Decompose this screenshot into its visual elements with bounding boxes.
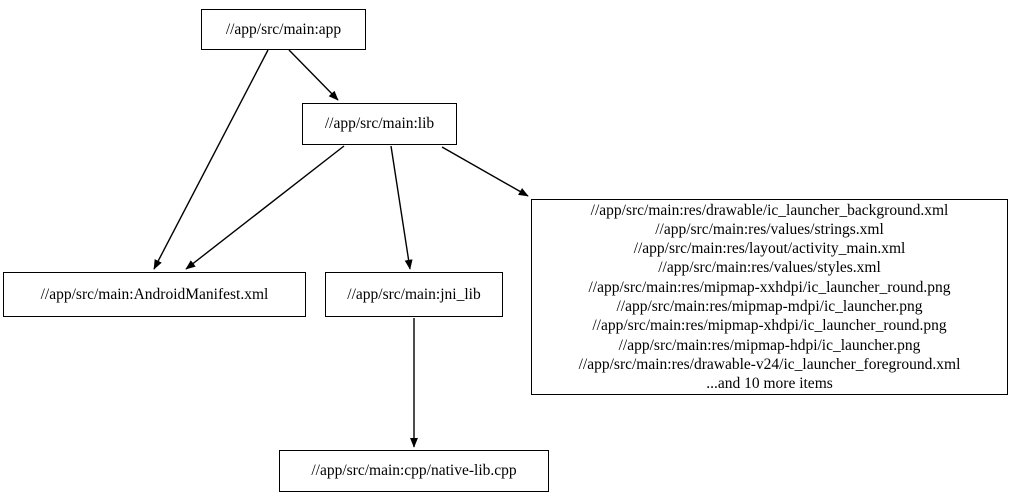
edge-app-to-lib <box>288 49 339 101</box>
node-app-label: //app/src/main:app <box>225 20 342 38</box>
node-jni-lib[interactable]: //app/src/main:jni_lib <box>325 272 503 317</box>
node-lib[interactable]: //app/src/main:lib <box>302 103 457 145</box>
node-res-group-line: //app/src/main:res/mipmap-mdpi/ic_launch… <box>616 298 923 315</box>
node-res-group-line: //app/src/main:res/values/strings.xml <box>655 220 884 238</box>
node-android-manifest-label: //app/src/main:AndroidManifest.xml <box>40 285 269 303</box>
node-lib-label: //app/src/main:lib <box>324 115 435 133</box>
edge-app-to-manifest <box>153 49 269 270</box>
node-res-group-line: ...and 10 more items <box>706 375 833 393</box>
node-res-group-line: //app/src/main:res/layout/activity_main.… <box>633 240 906 258</box>
node-native-lib-cpp[interactable]: //app/src/main:cpp/native-lib.cpp <box>279 450 549 492</box>
edge-lib-to-jni-lib <box>390 145 413 270</box>
node-res-group-line: //app/src/main:res/drawable-v24/ic_launc… <box>578 355 961 373</box>
node-res-group-line: //app/src/main:res/mipmap-xxhdpi/ic_laun… <box>588 278 951 296</box>
node-res-group-line: //app/src/main:res/values/styles.xml <box>658 259 881 277</box>
node-res-group-line: //app/src/main:res/drawable/ic_launcher_… <box>590 201 949 219</box>
node-android-manifest[interactable]: //app/src/main:AndroidManifest.xml <box>3 272 306 317</box>
node-jni-lib-label: //app/src/main:jni_lib <box>347 285 481 303</box>
node-native-lib-cpp-label: //app/src/main:cpp/native-lib.cpp <box>311 462 517 480</box>
edge-lib-to-manifest <box>185 145 345 270</box>
node-res-group-label: //app/src/main:res/drawable/ic_launcher_… <box>579 201 961 394</box>
node-app[interactable]: //app/src/main:app <box>201 9 366 50</box>
edge-lib-to-res <box>441 146 529 197</box>
node-res-group-line: //app/src/main:res/mipmap-hdpi/ic_launch… <box>618 336 921 354</box>
node-res-group-line: //app/src/main:res/mipmap-xhdpi/ic_launc… <box>592 317 947 335</box>
node-res-group[interactable]: //app/src/main:res/drawable/ic_launcher_… <box>531 199 1008 395</box>
